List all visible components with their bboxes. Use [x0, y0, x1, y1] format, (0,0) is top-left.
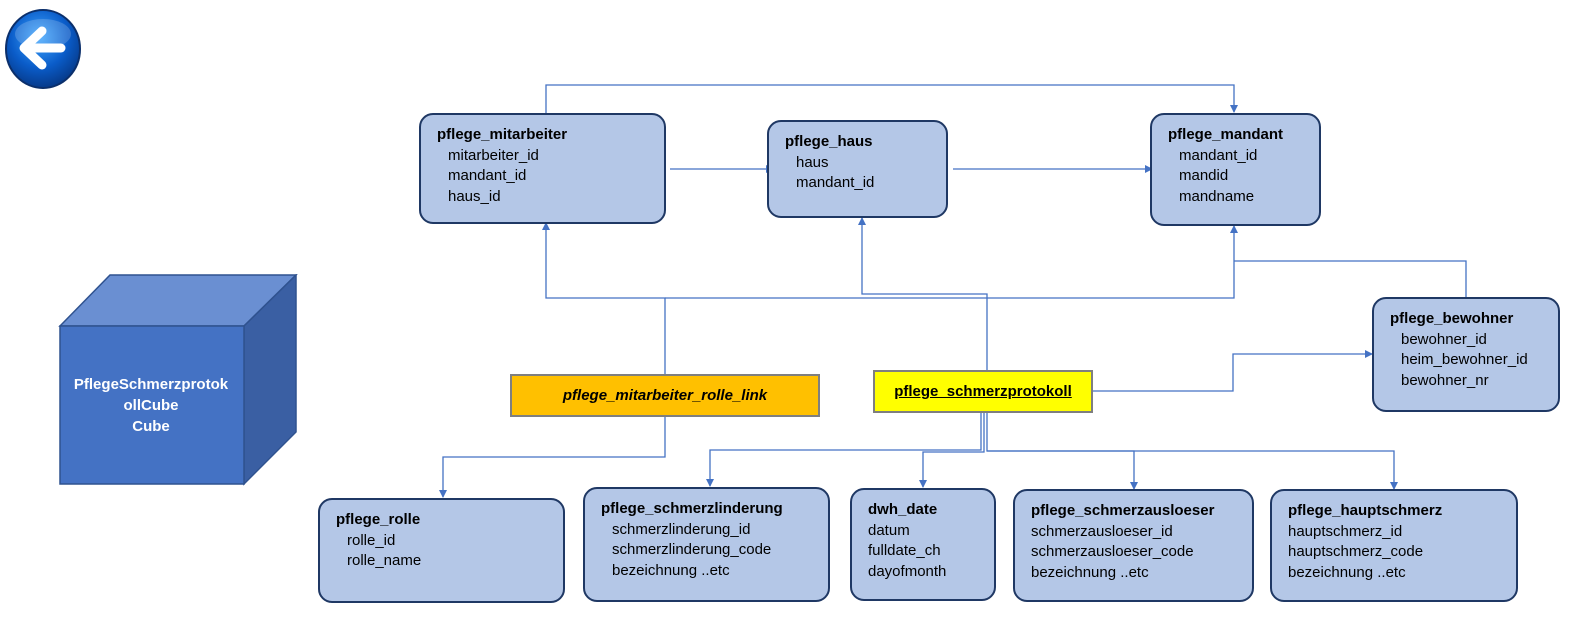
connector	[542, 222, 666, 374]
entity-field: fulldate_ch	[868, 542, 941, 559]
connector	[706, 412, 982, 487]
cube-node[interactable]	[58, 274, 298, 486]
entity-field: bewohner_id	[1401, 330, 1487, 348]
entity-title: pflege_rolle	[336, 511, 421, 528]
entity-field: bezeichnung ..etc	[1031, 563, 1149, 581]
entity-field: datum	[868, 521, 910, 539]
entity-title: pflege_haus	[785, 133, 873, 150]
cube-label-line: Cube	[132, 418, 170, 435]
entity-field: rolle_id	[347, 531, 396, 549]
entity-field: bezeichnung ..etc	[1288, 563, 1406, 581]
entity-pflege-bewohner[interactable]: pflege_bewohner bewohner_id heim_bewohne…	[1372, 297, 1560, 412]
entity-field: dayofmonth	[868, 562, 947, 580]
entity-pflege-schmerzausloeser[interactable]: pflege_schmerzausloeser schmerzausloeser…	[1013, 489, 1254, 602]
entity-field: schmerzausloeser_id	[1031, 522, 1173, 540]
entity-field: hauptschmerz_id	[1288, 522, 1403, 540]
entity-field: heim_bewohner_id	[1401, 351, 1528, 368]
entity-field: haus_id	[448, 187, 501, 205]
connector	[1093, 350, 1373, 392]
fact-label: pflege_schmerzprotokoll	[894, 383, 1072, 400]
entity-dwh-date[interactable]: dwh_date datum fulldate_ch dayofmonth	[850, 488, 996, 601]
entity-title: pflege_mandant	[1168, 126, 1284, 143]
back-button[interactable]	[4, 8, 82, 90]
entity-field: mitarbeiter_id	[448, 146, 539, 164]
entity-pflege-rolle[interactable]: pflege_rolle rolle_id rolle_name	[318, 498, 565, 603]
connector	[987, 450, 1398, 490]
cube-front-face	[59, 325, 245, 485]
connector	[858, 217, 988, 370]
entity-field: schmerzausloeser_code	[1031, 543, 1194, 560]
fact-mitarbeiter-rolle-link[interactable]: pflege_mitarbeiter_rolle_link	[510, 374, 820, 417]
cube-label-line: ollCube	[123, 397, 179, 414]
fact-label: pflege_mitarbeiter_rolle_link	[562, 387, 768, 404]
entity-pflege-haus[interactable]: pflege_haus haus mandant_id	[767, 120, 948, 218]
entity-field: hauptschmerz_code	[1288, 543, 1424, 560]
entity-title: pflege_bewohner	[1390, 310, 1514, 327]
entity-title: pflege_mitarbeiter	[437, 126, 568, 143]
connector	[919, 412, 985, 488]
entity-title: pflege_schmerzlinderung	[601, 500, 783, 517]
entity-pflege-hauptschmerz[interactable]: pflege_hauptschmerz hauptschmerz_id haup…	[1270, 489, 1518, 602]
entity-field: mandant_id	[796, 174, 875, 191]
entity-title: pflege_hauptschmerz	[1288, 502, 1443, 519]
entity-field: haus	[796, 153, 829, 171]
cube-label: PflegeSchmerzprotok ollCube Cube	[60, 374, 242, 437]
entity-field: bezeichnung ..etc	[612, 561, 730, 579]
entity-title: dwh_date	[868, 501, 938, 518]
entity-field: schmerzlinderung_id	[612, 520, 751, 538]
connector	[665, 225, 1238, 299]
fact-schmerzprotokoll[interactable]: pflege_schmerzprotokoll	[873, 370, 1093, 413]
connector	[1234, 260, 1467, 298]
cube-label-line: PflegeSchmerzprotok	[73, 376, 229, 393]
entity-field: rolle_name	[347, 552, 422, 569]
entity-pflege-mandant[interactable]: pflege_mandant mandant_id mandid mandnam…	[1150, 113, 1321, 226]
entity-pflege-schmerzlinderung[interactable]: pflege_schmerzlinderung schmerzlinderung…	[583, 487, 830, 602]
entity-field: mandant_id	[1179, 146, 1258, 164]
entity-field: mandname	[1179, 187, 1255, 205]
entity-field: schmerzlinderung_code	[612, 541, 772, 558]
entity-field: mandid	[1179, 167, 1229, 184]
connector	[439, 417, 666, 498]
entity-field: bewohner_nr	[1401, 371, 1489, 389]
back-arrow-icon	[19, 26, 66, 70]
connector	[545, 84, 1238, 114]
entity-field: mandant_id	[448, 167, 527, 184]
entity-pflege-mitarbeiter[interactable]: pflege_mitarbeiter mitarbeiter_id mandan…	[419, 113, 666, 224]
entity-title: pflege_schmerzausloeser	[1031, 502, 1215, 519]
